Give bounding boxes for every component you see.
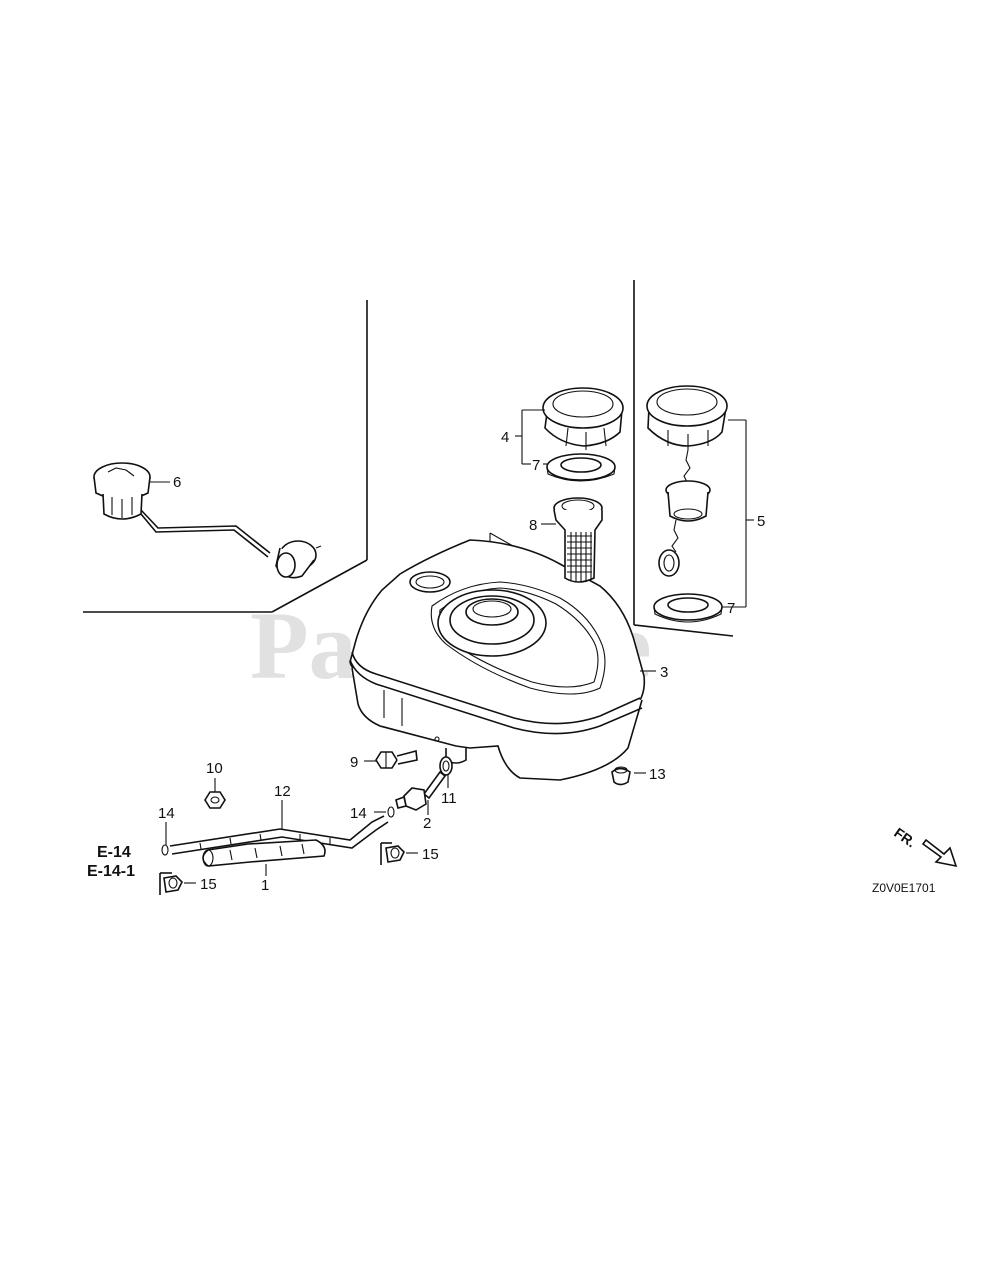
- diagram-code: Z0V0E1701: [872, 881, 936, 895]
- callout-2: 2: [423, 815, 431, 832]
- callout-4: 4: [501, 429, 509, 446]
- hose-clip-illustration-left: [161, 844, 169, 856]
- drain-tube-illustration: [202, 839, 326, 867]
- hose-clamp-illustration-left: [159, 872, 183, 895]
- callout-11: 11: [441, 790, 457, 807]
- callout-7-lower: 7: [727, 600, 735, 617]
- cap-seal-illustration-upper: [546, 453, 616, 482]
- filler-cap-illustration: [542, 387, 624, 450]
- hose-clamp-illustration-right: [380, 842, 405, 865]
- callout-13: 13: [649, 766, 666, 783]
- callout-14-left: 14: [158, 805, 175, 822]
- callout-9: 9: [350, 754, 358, 771]
- fuel-valve-illustration: [395, 770, 447, 811]
- callout-12: 12: [274, 783, 291, 800]
- tethered-cap-illustration: [646, 385, 728, 577]
- callout-14-upper: 14: [350, 805, 367, 822]
- callout-5: 5: [757, 513, 765, 530]
- washer-illustration: [439, 756, 453, 776]
- cap-seal-illustration-lower: [653, 593, 723, 623]
- callout-15-left: 15: [200, 876, 217, 893]
- bolt-illustration: [375, 749, 418, 769]
- cap-assembly-boundary: [633, 280, 734, 637]
- fuel-gauge-boundary: [83, 300, 368, 613]
- callout-1: 1: [261, 877, 269, 894]
- hose-clip-illustration-upper: [387, 806, 395, 818]
- leader-5-7: [722, 419, 754, 608]
- ref-link-e14-1[interactable]: E-14-1: [87, 863, 135, 880]
- nut-illustration: [204, 791, 226, 809]
- callout-6: 6: [173, 474, 181, 491]
- front-direction-arrow: FR.: [891, 824, 958, 868]
- fuel-gauge-illustration: [93, 462, 322, 579]
- callout-8: 8: [529, 517, 537, 534]
- mounting-rubber-illustration: [611, 766, 631, 786]
- ref-link-e14[interactable]: E-14: [97, 844, 131, 861]
- fuel-tube-illustration: [169, 815, 389, 855]
- fuel-strainer-illustration: [553, 497, 603, 583]
- callout-15-right: 15: [422, 846, 439, 863]
- callout-3: 3: [660, 664, 668, 681]
- leader-4-7: [515, 409, 547, 465]
- fuel-tank-illustration: [349, 539, 646, 781]
- callout-10: 10: [206, 760, 223, 777]
- front-direction-label: FR.: [891, 824, 919, 850]
- callout-7-upper: 7: [532, 457, 540, 474]
